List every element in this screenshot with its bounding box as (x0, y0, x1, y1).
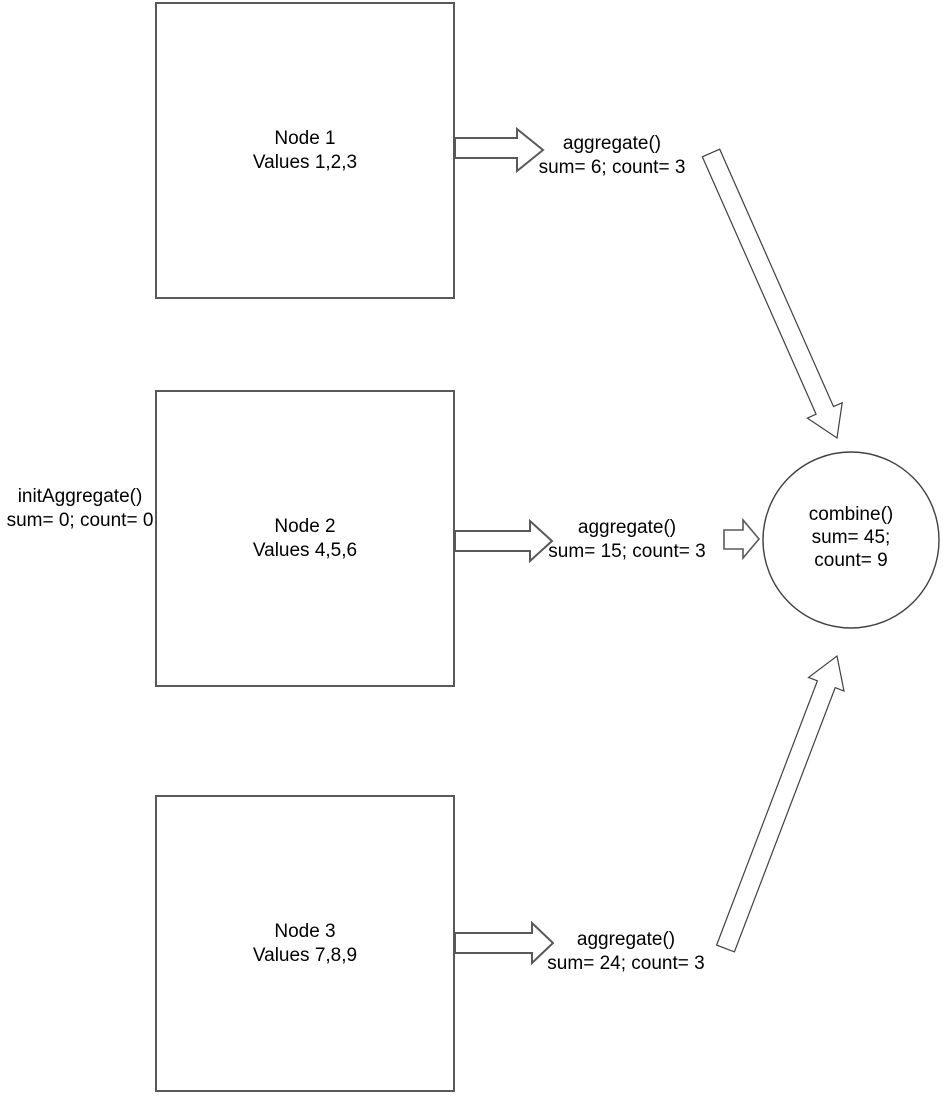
combine-sum-line: sum= 45; (811, 527, 891, 548)
node-2-aggregate-label: aggregate() sum= 15; count= 3 (540, 516, 714, 564)
node-1-aggregate-result: sum= 6; count= 3 (538, 157, 686, 178)
combine-input-block-arrow-icon (723, 517, 761, 561)
node1-output-block-arrow-icon (454, 126, 545, 174)
node-2-title: Node 2 (274, 515, 336, 537)
node3-output-block-arrow-icon (454, 920, 555, 966)
node-1-box: Node 1 Values 1,2,3 (155, 2, 455, 299)
node-1-title: Node 1 (274, 127, 336, 149)
node-2-aggregate-result: sum= 15; count= 3 (548, 541, 706, 562)
node-3-values: Values 7,8,9 (252, 944, 358, 966)
node3-to-combine-diagonal-arrow-icon (715, 654, 845, 953)
node2-output-block-arrow-icon (454, 518, 554, 564)
combine-circle (762, 451, 940, 629)
node-2-box: Node 2 Values 4,5,6 (155, 390, 455, 687)
node-3-aggregate-label: aggregate() sum= 24; count= 3 (539, 928, 713, 976)
node-3-box: Node 3 Values 7,8,9 (155, 795, 455, 1092)
init-aggregate-fn: initAggregate() (17, 486, 143, 507)
combine-count-line: count= 9 (814, 550, 888, 571)
combine-label: combine() sum= 45; count= 9 (781, 503, 921, 572)
node-1-aggregate-label: aggregate() sum= 6; count= 3 (525, 132, 699, 180)
node-2-values: Values 4,5,6 (252, 539, 358, 561)
node-1-aggregate-fn: aggregate() (562, 133, 662, 154)
node-1-values: Values 1,2,3 (252, 151, 358, 173)
node1-to-combine-diagonal-arrow-icon (701, 148, 843, 440)
node-3-aggregate-fn: aggregate() (576, 929, 676, 950)
node-2-aggregate-fn: aggregate() (577, 517, 677, 538)
node-3-aggregate-result: sum= 24; count= 3 (547, 953, 705, 974)
combine-fn: combine() (808, 504, 894, 525)
init-aggregate-result: sum= 0; count= 0 (6, 510, 154, 531)
init-aggregate-label: initAggregate() sum= 0; count= 0 (0, 485, 160, 533)
node-3-title: Node 3 (274, 920, 336, 942)
